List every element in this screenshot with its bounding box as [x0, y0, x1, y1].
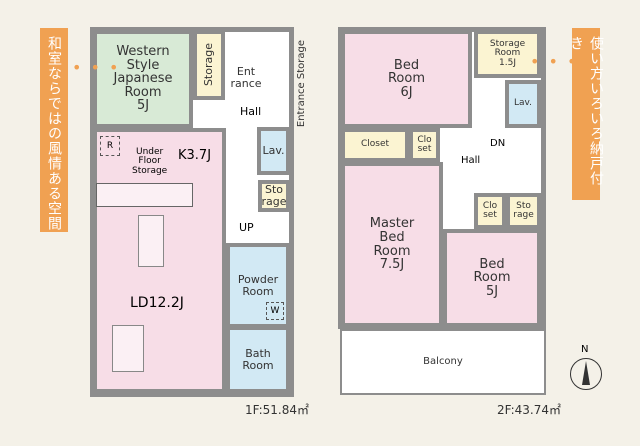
- label: Bed: [479, 256, 505, 272]
- label: Lav.: [262, 144, 285, 158]
- kitchen-label: K3.7J: [178, 148, 212, 163]
- lav-1f: Lav.: [257, 127, 290, 175]
- label: rage: [261, 195, 287, 208]
- label: Bath: [245, 346, 271, 360]
- label: Bed: [393, 57, 420, 73]
- dining-table: [138, 215, 164, 267]
- label: Floor: [138, 156, 161, 167]
- label: 5J: [485, 283, 499, 299]
- storage-1f: Storage: [193, 30, 225, 100]
- label: Storage: [132, 165, 168, 176]
- label: Japanese: [113, 71, 173, 87]
- callout-right-text: 使い方いろいろ納戸付き: [568, 36, 604, 186]
- closet-1: Closet: [341, 128, 409, 162]
- label: Sto: [516, 200, 531, 211]
- floor2-area: 2F:43.74㎡: [497, 403, 562, 417]
- washer-icon: W: [266, 302, 284, 320]
- stairs-down: DN: [490, 138, 506, 149]
- hall-1f: Hall: [240, 105, 262, 118]
- callout-dots-left: • • •: [72, 58, 121, 77]
- label: Under: [135, 147, 164, 157]
- entrance-storage-label: Entrance Storage: [296, 40, 307, 128]
- label: Master: [369, 216, 415, 232]
- label: Clo: [482, 200, 498, 211]
- label: Sto: [264, 183, 284, 197]
- callout-left: 和室ならではの風情ある空間: [40, 28, 68, 232]
- fridge-icon: R: [100, 136, 120, 156]
- hall-2f: Hall: [461, 155, 481, 166]
- label: set: [483, 210, 497, 220]
- floor1-area: 1F:51.84㎡: [245, 403, 310, 417]
- label: 7.5J: [379, 257, 405, 273]
- kitchen-counter: [96, 183, 193, 207]
- label: set: [417, 144, 432, 154]
- label: Storage: [202, 43, 216, 87]
- label: 6J: [400, 84, 413, 100]
- label: rance: [230, 77, 262, 90]
- callout-left-text: 和室ならではの風情ある空間: [46, 36, 62, 231]
- label: Room: [387, 71, 426, 87]
- ld-label: LD12.2J: [130, 295, 184, 311]
- label: Bed: [379, 229, 405, 245]
- label: Powder: [237, 272, 279, 286]
- label: Clo: [417, 134, 432, 145]
- label: Ent: [236, 65, 256, 79]
- label: Style: [126, 57, 160, 73]
- compass-icon: [570, 358, 602, 390]
- label: rage: [513, 210, 534, 220]
- label: Room: [124, 84, 162, 100]
- label: 5J: [136, 98, 150, 114]
- label: Storage: [489, 38, 526, 49]
- label: Room: [473, 270, 511, 286]
- label: Western: [116, 43, 170, 59]
- sofa: [112, 325, 144, 372]
- stairs-up: UP: [239, 221, 254, 234]
- label: Room: [242, 284, 274, 298]
- lav-2f: Lav.: [505, 80, 541, 128]
- label: Balcony: [423, 355, 463, 367]
- label: Closet: [360, 139, 390, 150]
- label: Room: [494, 48, 521, 59]
- compass-north-label: N: [581, 344, 589, 355]
- label: Room: [373, 243, 411, 259]
- callout-right: 使い方いろいろ納戸付き: [568, 28, 604, 200]
- label: Lav.: [513, 98, 533, 109]
- callout-dots-right: • • •: [530, 52, 579, 71]
- label: Room: [242, 358, 274, 372]
- label: 1.5J: [499, 57, 516, 68]
- balcony: Balcony: [340, 329, 546, 395]
